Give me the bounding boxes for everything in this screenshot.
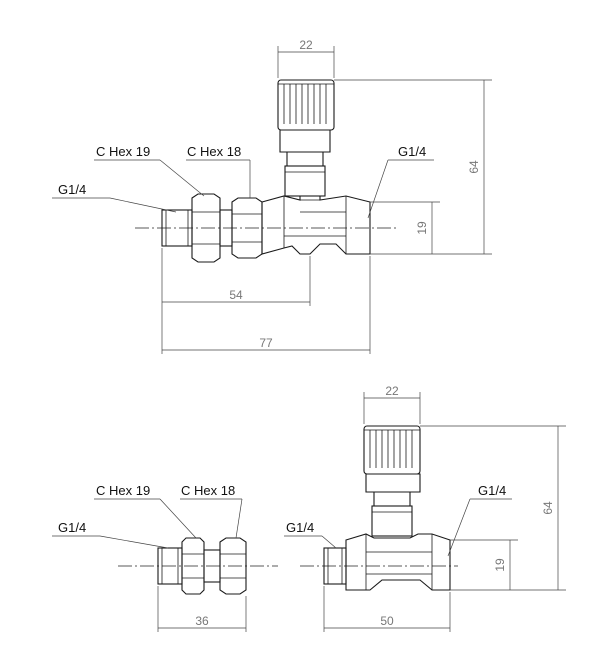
top-tee-body	[261, 195, 371, 255]
top-assembly-view: 22 64 19 54 77	[52, 38, 492, 354]
bl-hex19-nut	[181, 537, 205, 595]
bottom-right-valve-view: 22 64 19 50 G1/4 G1/4	[284, 384, 566, 632]
top-leaders	[52, 159, 434, 219]
br-dim-knob-width-text: 22	[385, 384, 399, 398]
bottom-left-adapter-view: 36 C Hex 19 C Hex 18 G1/4	[52, 483, 278, 632]
br-knob	[363, 425, 421, 475]
br-label-g14-right: G1/4	[478, 483, 506, 498]
top-dim-height: 64	[334, 79, 492, 255]
top-dim-knob-width: 22	[277, 38, 335, 78]
top-dim-length-total-text: 77	[259, 336, 273, 350]
br-dim-length: 50	[323, 586, 451, 632]
br-dim-body-height: 19	[450, 539, 518, 590]
top-dim-length-short-text: 54	[229, 288, 243, 302]
top-label-g14-right: G1/4	[398, 144, 426, 159]
top-label-g14-left: G1/4	[58, 182, 86, 197]
br-bonnet	[365, 473, 421, 537]
top-label-hex18: C Hex 18	[187, 144, 241, 159]
top-bonnet	[279, 129, 331, 197]
br-dim-knob-width: 22	[363, 384, 421, 424]
top-dim-body-height: 19	[370, 201, 440, 254]
top-dim-knob-width-text: 22	[299, 38, 313, 52]
br-label-g14-left: G1/4	[286, 520, 314, 535]
br-leaders	[284, 498, 512, 557]
bl-dim-length: 36	[157, 586, 247, 632]
br-dim-length-text: 50	[380, 614, 394, 628]
top-label-hex19: C Hex 19	[96, 144, 150, 159]
br-dim-height-text: 64	[541, 501, 555, 515]
bl-label-hex18: C Hex 18	[181, 483, 235, 498]
bl-label-g14: G1/4	[58, 520, 86, 535]
bl-leaders	[52, 498, 243, 549]
top-dim-height-text: 64	[467, 160, 481, 174]
br-tee-body	[345, 533, 451, 591]
top-hex19-nut	[191, 193, 221, 263]
top-dim-body-height-text: 19	[415, 221, 429, 235]
br-dim-height: 64	[420, 425, 566, 591]
br-dim-body-height-text: 19	[493, 558, 507, 572]
bl-hex18-nut	[219, 537, 247, 595]
bl-label-hex19: C Hex 19	[96, 483, 150, 498]
bl-dim-length-text: 36	[195, 614, 209, 628]
top-dim-length-total: 77	[162, 256, 371, 354]
top-knob	[277, 79, 335, 131]
top-dim-length-short: 54	[161, 248, 311, 354]
